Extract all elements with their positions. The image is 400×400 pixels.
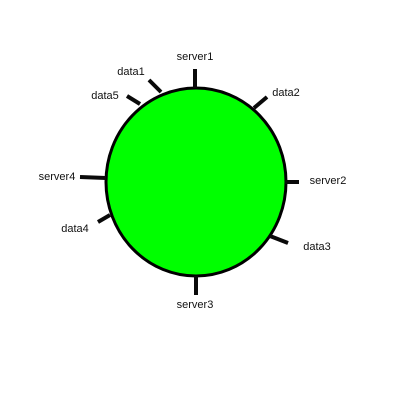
data2-label: data2 — [272, 87, 300, 99]
data3-label: data3 — [303, 241, 331, 253]
server4-marker-core — [79, 176, 107, 179]
data1-label: data1 — [117, 66, 145, 78]
data4-marker-core — [97, 214, 111, 223]
server1-label: server1 — [177, 51, 214, 63]
data1-marker-core — [148, 79, 162, 93]
server4-label: server4 — [39, 171, 76, 183]
server3-label: server3 — [177, 299, 214, 311]
hash-ring — [104, 86, 288, 278]
data5-marker-core — [126, 95, 141, 105]
data4-label: data4 — [61, 223, 89, 235]
data3-marker-core — [269, 235, 289, 244]
server2-label: server2 — [310, 175, 347, 187]
data5-label: data5 — [91, 90, 119, 102]
node-markers — [79, 69, 299, 295]
data2-marker-core — [253, 96, 268, 109]
node-labels: server1 data1 data5 data2 server2 data3 server… — [39, 51, 347, 311]
